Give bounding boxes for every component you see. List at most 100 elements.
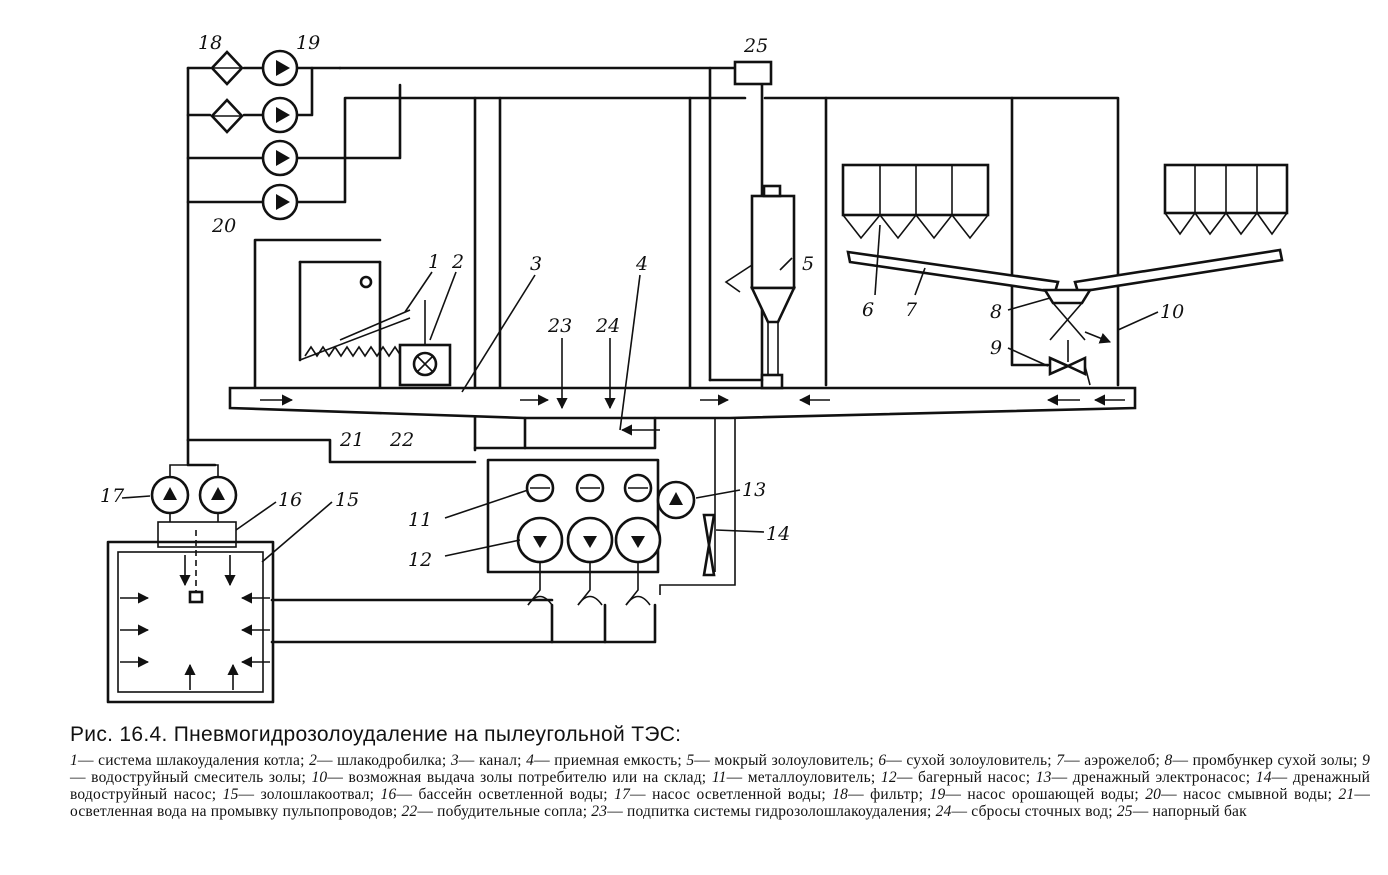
legend-entry: 9 — водоструйный смеситель золы; <box>70 752 1370 786</box>
legend-text: — фильтр; <box>848 786 924 803</box>
legend-entry: 16— бассейн осветленной воды; <box>381 786 608 803</box>
slag-removal-system <box>253 238 452 397</box>
legend-text: — сухой золоуловитель; <box>886 752 1052 769</box>
label-14: 14 <box>766 523 790 545</box>
label-10: 10 <box>1160 301 1184 323</box>
legend-number: 17 <box>614 786 631 803</box>
legend-number: 5 <box>686 752 695 769</box>
legend-number: 15 <box>222 786 239 803</box>
label-4: 4 <box>635 253 648 275</box>
label-13: 13 <box>742 479 766 501</box>
figure-caption: Рис. 16.4. Пневмогидрозолоудаление на пы… <box>70 722 1370 820</box>
legend-entry: 13— дренажный электронасос; <box>1036 769 1251 786</box>
legend-text: — багерный насос; <box>896 769 1031 786</box>
leader-lines <box>121 224 1159 563</box>
legend-entry: 18— фильтр; <box>832 786 923 803</box>
label-2: 2 <box>451 251 464 273</box>
legend-entry: 23— подпитка системы гидрозолошлакоудале… <box>591 803 931 820</box>
legend-text: — дренажный водоструйный насос; <box>70 769 1371 803</box>
legend-text: — канал; <box>458 752 522 769</box>
bagger-pump-house <box>270 416 736 644</box>
legend-text: — осветленная вода на промывку пульпопро… <box>70 786 1371 820</box>
legend-number: 3 <box>450 752 459 769</box>
label-8: 8 <box>990 301 1002 323</box>
legend-number: 11 <box>711 769 727 786</box>
legend-number: 19 <box>929 786 946 803</box>
legend-text: — насос осветленной воды; <box>630 786 826 803</box>
diagram-labels: 18 19 25 20 1 2 3 4 23 24 5 6 7 8 9 10 2… <box>100 32 1184 571</box>
legend-entry: 15— золошлакоотвал; <box>223 786 375 803</box>
legend-text: — напорный бак <box>1132 803 1247 820</box>
label-19: 19 <box>296 32 320 54</box>
legend-number: 4 <box>526 752 535 769</box>
legend-text: — дренажный электронасос; <box>1051 769 1251 786</box>
legend-entry: 7— аэрожелоб; <box>1056 752 1160 769</box>
label-5: 5 <box>802 253 814 275</box>
legend-number: 7 <box>1056 752 1065 769</box>
label-7: 7 <box>905 299 918 321</box>
legend-text: — промбункер сухой золы; <box>1172 752 1358 769</box>
label-11: 11 <box>408 509 432 531</box>
legend-number: 10 <box>311 769 328 786</box>
legend-text: — подпитка системы гидрозолошлакоудалени… <box>607 803 932 820</box>
legend-number: 20 <box>1145 786 1162 803</box>
legend-text: — насос орошающей воды; <box>945 786 1139 803</box>
legend-entry: 22— побудительные сопла; <box>401 803 587 820</box>
dry-ash-collectors <box>841 163 1289 386</box>
label-21: 21 <box>339 429 364 451</box>
legend-text: — металлоуловитель; <box>726 769 876 786</box>
label-12: 12 <box>408 549 432 571</box>
legend-number: 1 <box>70 752 78 769</box>
legend-text: — аэрожелоб; <box>1064 752 1161 769</box>
legend-entry: 2— шлакодробилка; <box>309 752 446 769</box>
label-15: 15 <box>335 489 359 511</box>
label-22: 22 <box>389 429 414 451</box>
pressure-tank <box>733 60 773 86</box>
legend-entry: 19— насос орошающей воды; <box>930 786 1139 803</box>
legend-text: — система шлакоудаления котла; <box>77 752 305 769</box>
label-16: 16 <box>278 489 302 511</box>
legend-entry: 4— приемная емкость; <box>526 752 682 769</box>
legend-entry: 21— осветленная вода на промывку пульпоп… <box>70 786 1370 820</box>
label-18: 18 <box>198 32 222 54</box>
wet-ash-collector <box>708 184 797 390</box>
legend-entry: 17— насос осветленной воды; <box>614 786 826 803</box>
legend-text: — мокрый золоуловитель; <box>694 752 874 769</box>
legend-number: 13 <box>1035 769 1052 786</box>
legend-number: 23 <box>591 803 608 820</box>
legend-number: 25 <box>1116 803 1133 820</box>
legend-entry: 3— канал; <box>451 752 522 769</box>
legend-text: — приемная емкость; <box>534 752 682 769</box>
legend-number: 9 <box>1362 752 1371 769</box>
legend-number: 12 <box>880 769 897 786</box>
legend-entry: 12— багерный насос; <box>881 769 1030 786</box>
label-23: 23 <box>547 315 572 337</box>
legend-number: 14 <box>1255 769 1272 786</box>
legend-text: — шлакодробилка; <box>317 752 447 769</box>
legend-number: 6 <box>878 752 887 769</box>
legend-entry: 14— дренажный водоструйный насос; <box>70 769 1370 803</box>
legend-entry: 25— напорный бак <box>1117 803 1247 820</box>
label-1: 1 <box>428 251 440 273</box>
legend-number: 18 <box>832 786 849 803</box>
legend-text: — насос смывной воды; <box>1161 786 1333 803</box>
label-25: 25 <box>743 35 768 57</box>
label-24: 24 <box>595 315 620 337</box>
label-3: 3 <box>530 253 542 275</box>
legend-number: 8 <box>1164 752 1173 769</box>
legend-entry: 24— сбросы сточных вод; <box>936 803 1113 820</box>
figure-legend: 1— система шлакоудаления котла; 2— шлако… <box>70 752 1370 820</box>
legend-text: — возможная выдача золы потребителю или … <box>327 769 707 786</box>
legend-text: — побудительные сопла; <box>417 803 588 820</box>
figure-title: Рис. 16.4. Пневмогидрозолоудаление на пы… <box>70 723 682 746</box>
legend-entry: 5— мокрый золоуловитель; <box>686 752 874 769</box>
pump-icon <box>261 49 299 221</box>
legend-text: — водоструйный смеситель золы; <box>70 769 306 786</box>
ash-dump <box>106 438 477 704</box>
legend-text: — сбросы сточных вод; <box>951 803 1113 820</box>
label-17: 17 <box>100 485 125 507</box>
legend-text: — золошлакоотвал; <box>238 786 375 803</box>
filter-icon <box>210 50 244 134</box>
legend-number: 22 <box>401 803 418 820</box>
sluice-channel <box>228 338 1137 420</box>
